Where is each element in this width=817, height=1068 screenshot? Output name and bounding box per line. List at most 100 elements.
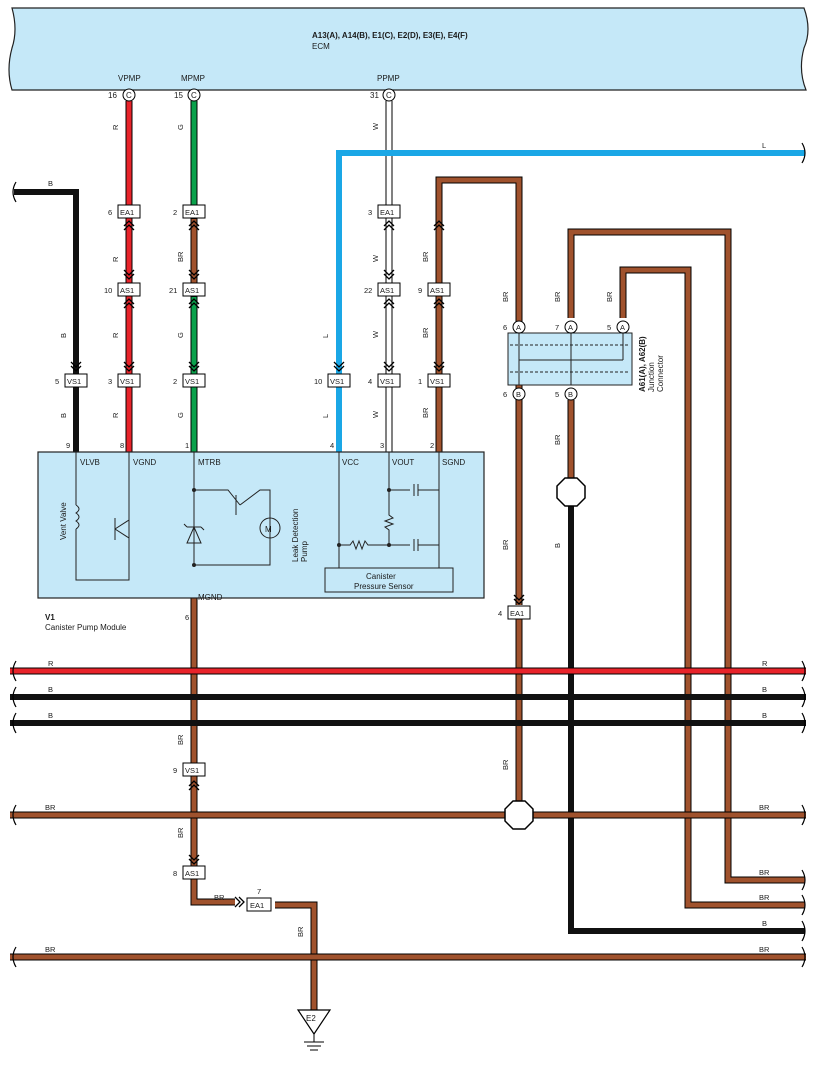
svg-text:BR: BR bbox=[553, 434, 562, 445]
splice-points bbox=[504, 477, 586, 830]
wire-mgnd bbox=[190, 598, 318, 1010]
wire-br-jc5 bbox=[619, 266, 805, 909]
svg-text:BR: BR bbox=[296, 926, 305, 937]
svg-text:AS1: AS1 bbox=[120, 286, 134, 295]
svg-text:Connector: Connector bbox=[656, 355, 665, 392]
svg-text:E2: E2 bbox=[306, 1014, 316, 1023]
svg-text:W: W bbox=[371, 122, 380, 130]
svg-text:1: 1 bbox=[185, 441, 189, 450]
canister-pump-module: 9 8 1 4 3 2 6 VLVB VGND MTRB VCC VOUT SG… bbox=[37, 441, 485, 622]
ecm-block: A13(A), A14(B), E1(C), E2(D), E3(E), E4(… bbox=[8, 7, 809, 91]
svg-text:G: G bbox=[176, 332, 185, 338]
svg-text:5: 5 bbox=[55, 377, 59, 386]
svg-text:R: R bbox=[111, 332, 120, 338]
svg-text:B: B bbox=[553, 543, 562, 548]
svg-text:EA1: EA1 bbox=[185, 208, 199, 217]
svg-text:BR: BR bbox=[421, 251, 430, 262]
svg-text:B: B bbox=[48, 179, 53, 188]
svg-text:10: 10 bbox=[314, 377, 322, 386]
svg-text:7: 7 bbox=[257, 887, 261, 896]
svg-text:W: W bbox=[371, 330, 380, 338]
svg-text:8: 8 bbox=[173, 869, 177, 878]
svg-text:6: 6 bbox=[108, 208, 112, 217]
svg-text:3: 3 bbox=[368, 208, 372, 217]
svg-text:BR: BR bbox=[501, 759, 510, 770]
svg-text:R: R bbox=[111, 124, 120, 130]
svg-text:R: R bbox=[111, 412, 120, 418]
svg-text:BR: BR bbox=[176, 734, 185, 745]
svg-text:4: 4 bbox=[368, 377, 372, 386]
svg-text:A: A bbox=[620, 323, 625, 332]
svg-text:BR: BR bbox=[759, 893, 770, 902]
svg-text:1: 1 bbox=[418, 377, 422, 386]
svg-text:R: R bbox=[111, 256, 120, 262]
svg-text:B: B bbox=[48, 685, 53, 694]
svg-text:B: B bbox=[59, 333, 68, 338]
svg-text:BR: BR bbox=[501, 539, 510, 550]
svg-text:AS1: AS1 bbox=[380, 286, 394, 295]
svg-text:B: B bbox=[762, 711, 767, 720]
svg-text:2: 2 bbox=[173, 377, 177, 386]
svg-text:BR: BR bbox=[759, 803, 770, 812]
svg-text:EA1: EA1 bbox=[120, 208, 134, 217]
ecm-pin-label-mpmp: MPMP bbox=[181, 74, 205, 83]
svg-text:Pressure Sensor: Pressure Sensor bbox=[354, 582, 414, 591]
svg-text:VOUT: VOUT bbox=[392, 458, 414, 467]
svg-text:M: M bbox=[265, 525, 272, 534]
svg-text:C: C bbox=[191, 91, 197, 100]
svg-text:3: 3 bbox=[108, 377, 112, 386]
svg-text:Pump: Pump bbox=[300, 541, 309, 562]
svg-text:VS1: VS1 bbox=[330, 377, 344, 386]
module-name: Canister Pump Module bbox=[45, 623, 127, 632]
svg-text:9: 9 bbox=[173, 766, 177, 775]
svg-text:BR: BR bbox=[45, 945, 56, 954]
wire-br-jc7 bbox=[567, 228, 805, 884]
svg-text:B: B bbox=[762, 919, 767, 928]
svg-text:EA1: EA1 bbox=[510, 609, 524, 618]
svg-text:10: 10 bbox=[104, 286, 112, 295]
svg-text:G: G bbox=[176, 412, 185, 418]
ground-e2: E2 bbox=[296, 1009, 332, 1051]
svg-text:3: 3 bbox=[380, 441, 384, 450]
svg-text:16: 16 bbox=[108, 91, 117, 100]
ecm-title: A13(A), A14(B), E1(C), E2(D), E3(E), E4(… bbox=[312, 31, 468, 40]
svg-text:AS1: AS1 bbox=[185, 869, 199, 878]
svg-text:BR: BR bbox=[176, 827, 185, 838]
junction-connector: A A A B B 6 7 5 6 5 A61(A), A62(B) Junct… bbox=[503, 320, 665, 401]
svg-text:BR: BR bbox=[421, 407, 430, 418]
svg-text:22: 22 bbox=[364, 286, 372, 295]
svg-text:VS1: VS1 bbox=[380, 377, 394, 386]
svg-text:VS1: VS1 bbox=[430, 377, 444, 386]
svg-text:VS1: VS1 bbox=[67, 377, 81, 386]
wire-jc-b5 bbox=[567, 400, 805, 934]
wire-b-vlvb bbox=[14, 189, 79, 452]
svg-text:EA1: EA1 bbox=[250, 901, 264, 910]
ecm-pin-label-vpmp: VPMP bbox=[118, 74, 141, 83]
bus-lines bbox=[10, 667, 806, 961]
svg-text:VCC: VCC bbox=[342, 458, 359, 467]
break-marks bbox=[12, 142, 806, 968]
svg-text:EA1: EA1 bbox=[380, 208, 394, 217]
svg-text:VS1: VS1 bbox=[120, 377, 134, 386]
svg-text:R: R bbox=[48, 659, 54, 668]
ecm-name: ECM bbox=[312, 42, 330, 51]
svg-text:7: 7 bbox=[555, 323, 559, 332]
svg-text:21: 21 bbox=[169, 286, 177, 295]
svg-text:5: 5 bbox=[555, 390, 559, 399]
svg-text:Leak Detection: Leak Detection bbox=[291, 509, 300, 562]
svg-text:Canister: Canister bbox=[366, 572, 396, 581]
svg-text:B: B bbox=[59, 413, 68, 418]
svg-text:VS1: VS1 bbox=[185, 766, 199, 775]
svg-text:4: 4 bbox=[498, 609, 502, 618]
svg-text:MTRB: MTRB bbox=[198, 458, 221, 467]
svg-text:VS1: VS1 bbox=[185, 377, 199, 386]
wire-l bbox=[336, 150, 805, 452]
svg-text:L: L bbox=[762, 141, 766, 150]
svg-text:MGND: MGND bbox=[198, 593, 223, 602]
svg-text:BR: BR bbox=[176, 251, 185, 262]
svg-text:2: 2 bbox=[173, 208, 177, 217]
svg-text:B: B bbox=[516, 390, 521, 399]
svg-text:8: 8 bbox=[120, 441, 124, 450]
svg-text:L: L bbox=[321, 334, 330, 338]
